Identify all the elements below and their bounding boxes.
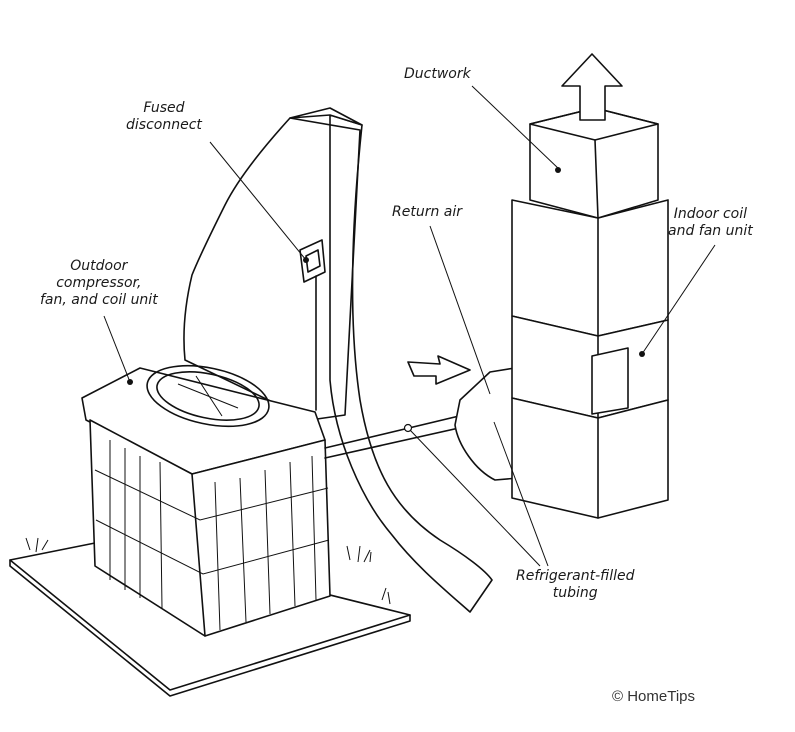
indoor-unit xyxy=(511,199,669,519)
label-ductwork-text: Ductwork xyxy=(404,66,471,82)
return-air-arrow xyxy=(407,355,471,385)
label-refrigerant-line2: tubing xyxy=(552,585,598,601)
label-indoor-line2: and fan unit xyxy=(668,223,753,239)
leader-lines xyxy=(103,85,716,567)
label-return-air-text: Return air xyxy=(392,204,463,220)
label-outdoor-line2: compressor, xyxy=(56,275,142,291)
copyright-text: © HomeTips xyxy=(612,688,696,705)
outdoor-unit xyxy=(81,364,331,637)
grass-tufts xyxy=(25,537,391,605)
label-outdoor-line3: fan, and coil unit xyxy=(40,292,158,308)
label-indoor-coil: Indoor coil and fan unit xyxy=(668,206,753,240)
label-ductwork: Ductwork xyxy=(404,66,471,83)
ductwork xyxy=(529,107,659,219)
copyright-notice: © HomeTips xyxy=(612,688,695,705)
wall-section xyxy=(329,114,493,613)
label-fused-line1: Fused xyxy=(143,100,185,116)
label-outdoor-line1: Outdoor xyxy=(70,258,128,274)
supply-air-arrow xyxy=(561,53,623,121)
label-fused-disconnect: Fused disconnect xyxy=(126,100,202,134)
label-refrigerant-line1: Refrigerant-filled xyxy=(516,568,635,584)
label-refrigerant-tubing: Refrigerant-filled tubing xyxy=(516,568,635,602)
label-fused-line2: disconnect xyxy=(126,117,202,133)
label-indoor-line1: Indoor coil xyxy=(673,206,748,222)
fused-disconnect-box xyxy=(299,239,326,411)
wall-top-edge xyxy=(289,107,363,126)
label-return-air: Return air xyxy=(392,204,462,221)
label-outdoor-unit: Outdoor compressor, fan, and coil unit xyxy=(40,258,158,309)
